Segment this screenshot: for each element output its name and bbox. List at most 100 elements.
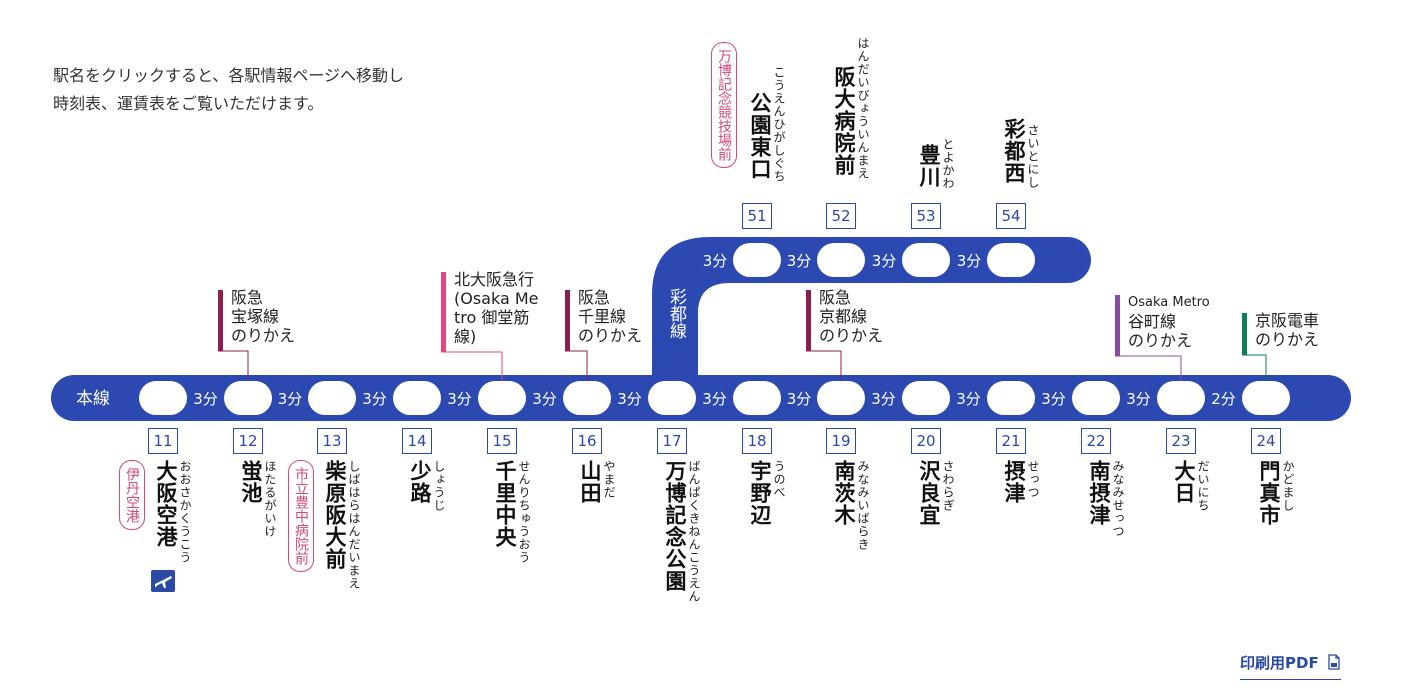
transfer-text-line: 北大阪急行 [454,270,535,289]
station-number-53[interactable]: 53 [911,203,941,229]
transfer-connector [806,350,842,381]
station-number-19[interactable]: 19 [826,428,856,454]
station-name-12[interactable]: 蛍池 [239,460,263,504]
station-number-20[interactable]: 20 [911,428,941,454]
station-number-51[interactable]: 51 [742,203,772,229]
station-stop-17[interactable] [648,381,696,415]
station-stop-52[interactable] [817,243,865,277]
station-sub-label-51: 万博記念競技場前 [711,42,737,168]
station-stop-18[interactable] [733,381,781,415]
print-pdf-link[interactable]: 印刷用PDF [1240,652,1341,680]
intro-line-1: 駅名をクリックすると、各駅情報ページへ移動し [53,66,405,85]
transfer-text-line: のりかえ [231,326,296,345]
transfer-text-line: 千里線 [578,307,627,326]
station-number-24[interactable]: 24 [1251,428,1281,454]
station-stop-21[interactable] [987,381,1035,415]
station-stop-14[interactable] [393,381,441,415]
station-name-18[interactable]: 宇野辺 [748,460,772,526]
station-name-17[interactable]: 万博記念公園 [663,460,687,592]
station-number-14[interactable]: 14 [402,428,432,454]
transfer-line-marker [1115,295,1120,356]
travel-time-label: 3分 [871,390,896,408]
travel-time-label: 3分 [1126,390,1151,408]
transfer-connector [218,350,249,381]
travel-time-label: 3分 [872,252,897,270]
travel-time-label: 3分 [787,252,812,270]
station-kana-51: こうえんひがしぐち [772,65,786,183]
station-number-22[interactable]: 22 [1081,428,1111,454]
station-stop-13[interactable] [308,381,356,415]
station-stop-20[interactable] [902,381,950,415]
station-stop-54[interactable] [987,243,1035,277]
station-stop-19[interactable] [817,381,865,415]
station-stop-11[interactable] [139,381,187,415]
station-name-20[interactable]: 沢良宜 [917,460,941,526]
station-name-11[interactable]: 大阪空港 [154,460,178,548]
branch-line-bar [652,237,1091,398]
station-name-19[interactable]: 南茨木 [832,460,856,526]
station-name-14[interactable]: 少路 [408,460,432,504]
pdf-icon [1328,654,1340,670]
station-name-15[interactable]: 千里中央 [493,460,517,548]
transfer-text-line: tro 御堂筋 [454,308,530,327]
travel-time-label: 3分 [193,390,218,408]
station-number-13[interactable]: 13 [317,428,347,454]
station-kana-16: やまだ [602,460,616,499]
station-name-16[interactable]: 山田 [578,460,602,504]
transfer-text-line: 阪急 [578,288,611,307]
travel-time-label: 3分 [447,390,472,408]
travel-time-label: 3分 [532,390,557,408]
station-name-22[interactable]: 南摂津 [1087,460,1111,526]
station-number-23[interactable]: 23 [1166,428,1196,454]
station-kana-21: せっつ [1026,460,1040,499]
station-name-13[interactable]: 柴原阪大前 [323,460,347,570]
station-kana-53: とよかわ [941,138,955,190]
station-number-11[interactable]: 11 [148,428,178,454]
station-stop-53[interactable] [902,243,950,277]
station-stop-24[interactable] [1242,381,1290,415]
station-stop-16[interactable] [563,381,611,415]
transfer-text-line: のりかえ [1255,330,1320,349]
station-name-23[interactable]: 大日 [1172,460,1196,504]
transfer-text-line: 京阪電車 [1255,311,1320,330]
station-number-54[interactable]: 54 [996,203,1026,229]
travel-time-label: 3分 [1041,390,1066,408]
station-kana-14: しょうじ [432,460,446,512]
transfer-connector [565,350,588,381]
travel-time-label: 3分 [278,390,303,408]
station-number-17[interactable]: 17 [657,428,687,454]
transfer-info-2: 阪急千里線のりかえ [578,288,642,345]
station-stop-15[interactable] [478,381,526,415]
station-stop-23[interactable] [1157,381,1205,415]
station-number-18[interactable]: 18 [742,428,772,454]
transfer-text-line: のりかえ [819,326,884,345]
station-name-21[interactable]: 摂津 [1002,460,1026,504]
transfer-info-0: 阪急宝塚線のりかえ [231,288,295,345]
station-stop-51[interactable] [733,243,781,277]
station-name-52[interactable]: 阪大病院前 [832,66,856,176]
intro-line-2: 時刻表、運賃表をご覧いただけます。 [53,94,324,113]
station-kana-52: はんだいびょういんまえ [856,36,870,180]
station-sub-label-11: 伊丹空港 [119,460,145,530]
station-name-51[interactable]: 公園東口 [748,92,772,180]
travel-time-label: 3分 [957,252,982,270]
station-name-54[interactable]: 彩都西 [1002,118,1026,184]
station-name-53[interactable]: 豊川 [917,144,941,188]
travel-time-label: 3分 [703,252,728,270]
station-name-24[interactable]: 門真市 [1257,460,1281,526]
station-number-21[interactable]: 21 [996,428,1026,454]
station-stop-22[interactable] [1072,381,1120,415]
station-number-52[interactable]: 52 [826,203,856,229]
station-number-15[interactable]: 15 [487,428,517,454]
station-number-12[interactable]: 12 [233,428,263,454]
branch-line-label: 彩都線 [666,288,686,339]
print-pdf-label: 印刷用PDF [1240,654,1319,672]
intro-text: 駅名をクリックすると、各駅情報ページへ移動し 時刻表、運賃表をご覧いただけます。 [53,62,404,118]
transfer-text-line: のりかえ [1128,331,1193,350]
station-stop-12[interactable] [224,381,272,415]
station-kana-15: せんりちゅうおう [517,460,531,564]
station-number-16[interactable]: 16 [572,428,602,454]
transfer-text-line: Osaka Metro [1128,295,1210,310]
